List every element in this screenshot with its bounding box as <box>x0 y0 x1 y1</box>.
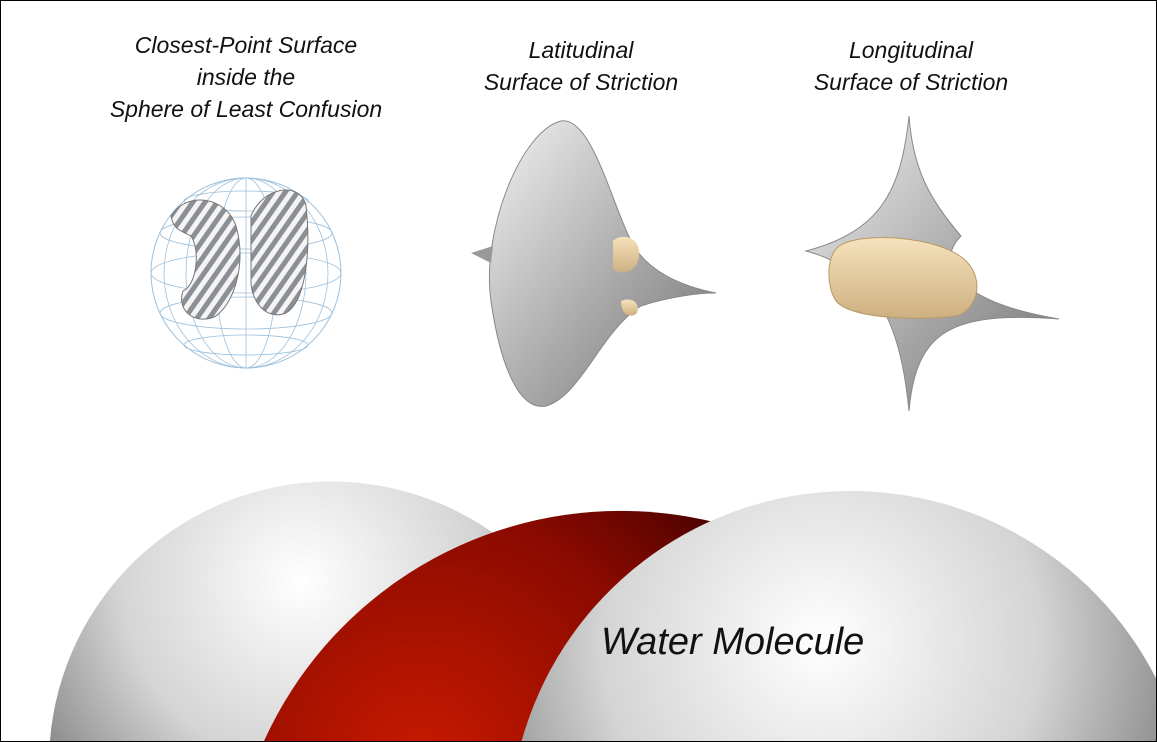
striction-curve-top <box>613 236 640 273</box>
water-molecule-label: Water Molecule <box>601 621 865 663</box>
striction-cylinder <box>828 237 978 319</box>
water-molecule <box>49 481 1156 741</box>
right-lobe <box>250 189 309 316</box>
title-line: inside the <box>196 64 296 90</box>
title-line: Surface of Striction <box>483 69 679 95</box>
closest-point-surface-figure <box>150 177 342 369</box>
left-lobe <box>170 199 241 320</box>
title-line: Longitudinal <box>848 37 974 63</box>
title-line: Closest-Point Surface <box>134 32 358 58</box>
longitudinal-title: Longitudinal Surface of Striction <box>761 34 1061 98</box>
hydrogen-atom-right <box>521 491 1156 741</box>
latitudinal-title: Latitudinal Surface of Striction <box>431 34 731 98</box>
sphere-grid <box>150 177 342 369</box>
latitudinal-surface-figure <box>471 120 717 407</box>
longitudinal-surface-figure <box>804 115 1060 412</box>
left-spike <box>471 246 493 263</box>
title-line: Latitudinal <box>528 37 634 63</box>
title-line: Sphere of Least Confusion <box>109 96 383 122</box>
striction-curve-bottom <box>621 299 638 316</box>
closest-point-surface-title: Closest-Point Surface inside the Sphere … <box>61 29 431 125</box>
title-line: Surface of Striction <box>813 69 1009 95</box>
funnel-surface <box>489 120 717 407</box>
